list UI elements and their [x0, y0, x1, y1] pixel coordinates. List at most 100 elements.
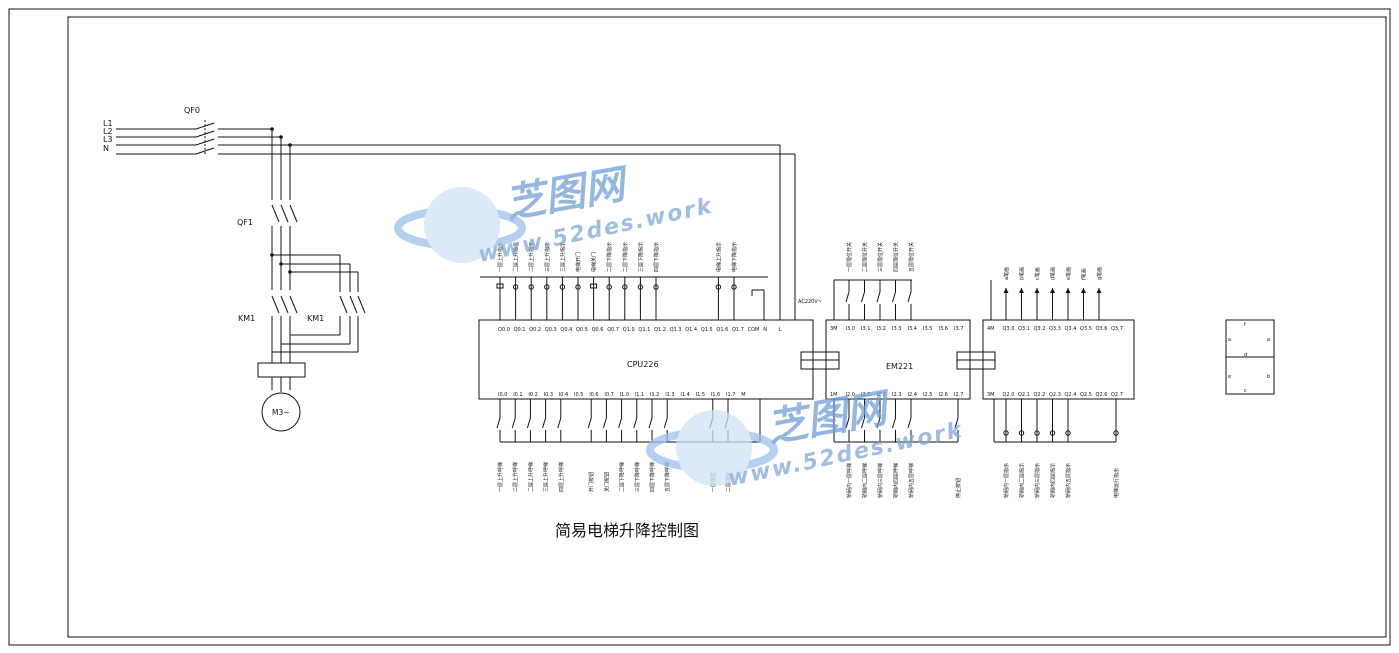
cpu-output-terminal: Q0.2: [529, 327, 541, 333]
em222-bottom-terminal: 3M: [987, 392, 995, 398]
arrow-up-icon: [1081, 288, 1086, 293]
cpu-output-label: 二层上升指示: [528, 242, 535, 272]
inner-border: [67, 16, 1387, 638]
em222-bottom-label: 轿厢内一层指示: [1003, 463, 1010, 498]
em221-top-label: 四层限位开关: [893, 242, 900, 272]
em222-top-terminal: Q3.7: [1111, 326, 1123, 332]
cpu-input-label: 三层下降呼梯: [634, 462, 641, 492]
em222-top-label: c笔画: [1034, 267, 1041, 280]
em221-bottom-terminal: I2.3: [892, 392, 901, 398]
lamp-icon: [622, 284, 628, 290]
segment-g: g: [1244, 352, 1247, 358]
outer-border: [8, 8, 1391, 646]
cpu-input-terminal: I1.6: [711, 392, 720, 398]
em221-top-terminal: 3M: [830, 326, 838, 332]
cpu-input-terminal: I1.3: [665, 392, 674, 398]
cpu-output-label: 二层下降指示: [622, 242, 629, 272]
cpu-output-label: 电梯上升指示: [715, 242, 722, 272]
em222-top-terminal: 4M: [987, 326, 995, 332]
em221-bottom-label: 轿厢内三层呼梯: [877, 463, 884, 498]
cpu-input-label: 二层下降呼梯: [619, 462, 626, 492]
watermark-globe-icon: [424, 187, 500, 263]
diagram-title: 简易电梯升降控制图: [555, 521, 699, 540]
em222-top-label: b笔画: [1019, 267, 1026, 280]
arrow-up-icon: [1034, 288, 1040, 293]
cpu-input-terminal: I1.1: [635, 392, 644, 398]
lamp-icon: [1049, 430, 1056, 436]
em221-bottom-label: 轿厢内四层呼梯: [893, 463, 900, 498]
seven-segment-display: f a a g b e c: [1225, 319, 1275, 395]
lamp-icon: [637, 284, 644, 290]
em221-top-terminal: I3.2: [877, 326, 886, 332]
cpu-output-terminal: Q0.7: [607, 327, 619, 333]
cpu-output-label: 三层上升指示: [544, 242, 551, 272]
cpu-input-terminal: I0.0: [498, 392, 507, 398]
lamp-icon: [606, 284, 612, 290]
cpu-output-terminal: Q1.1: [638, 327, 650, 333]
segment-b: b: [1267, 374, 1270, 380]
cpu-output-terminal: N: [763, 327, 767, 333]
em222-bottom-terminal: Q2.6: [1096, 392, 1108, 398]
cpu-output-label: 四层下降指示: [653, 242, 660, 272]
cpu-input-label: 二层上升呼梯: [512, 462, 519, 492]
em222-bottom-terminal: Q2.3: [1049, 392, 1061, 398]
cpu-input-terminal: I0.5: [574, 392, 583, 398]
lamp-icon: [1065, 430, 1071, 436]
em222-top-label: a笔画: [1003, 267, 1010, 280]
em221-bottom-terminal: I2.5: [923, 392, 932, 398]
em221-bottom-label: 停止按钮: [955, 478, 962, 498]
em222-bottom-terminal: Q2.0: [1003, 392, 1015, 398]
cpu-input-terminal: I0.1: [513, 392, 522, 398]
power-circuit: L1 L2 L3 N QF0 QF1 KM1 KM1: [103, 106, 796, 432]
em221-top-terminal: I3.5: [923, 326, 932, 332]
em221-top-terminal: I3.7: [954, 326, 963, 332]
em222-bottom-label: 轿厢内五层指示: [1065, 463, 1072, 498]
em221-bottom-terminal: I2.4: [908, 392, 917, 398]
breaker-qf1-label: QF1: [237, 218, 253, 227]
cpu-input-terminal: I0.6: [589, 392, 598, 398]
contactor-km1-right-label: KM1: [307, 314, 324, 323]
em222-top-terminal: Q3.3: [1049, 326, 1061, 332]
cpu-input-label: 关门按钮: [603, 472, 610, 492]
cpu-output-label: 二层上升指示: [513, 242, 520, 272]
lamp-icon: [544, 284, 550, 290]
em222-top-terminal: Q3.4: [1065, 326, 1077, 332]
cpu226-name: CPU226: [627, 360, 659, 369]
cpu-output-label: 电梯关门: [591, 252, 598, 272]
em221-top-label: 五层限位开关: [908, 242, 915, 272]
em221-bottom-terminal: I2.6: [939, 392, 948, 398]
cpu-input-terminal: I1.0: [620, 392, 629, 398]
em221-name: EM221: [886, 362, 913, 371]
em222-body: [982, 319, 1135, 400]
em222-top-terminal: Q3.1: [1018, 326, 1030, 332]
lamp-icon: [653, 284, 659, 290]
segment-f: f: [1244, 322, 1246, 328]
motor-label: M3~: [272, 408, 290, 417]
em222-bottom-label: 电梯运行指示: [1113, 468, 1120, 498]
em221-bottom-terminal: I2.1: [861, 392, 870, 398]
em222-bottom-terminal: Q2.2: [1034, 392, 1046, 398]
cpu-input-label: 四层上升呼梯: [558, 462, 565, 492]
cpu-input-label: 开门按钮: [588, 472, 595, 492]
em222-bottom-label: 轿厢内三层指示: [1034, 463, 1041, 498]
cpu-output-terminal: Q0.4: [560, 327, 572, 333]
arrow-up-icon: [1065, 288, 1071, 293]
motor-symbol: [261, 392, 301, 432]
em221-bottom-label: 轿厢内五层呼梯: [908, 463, 915, 498]
cpu-input-label: 二层上升呼梯: [527, 462, 534, 492]
cpu-output-terminal: Q0.0: [498, 327, 510, 333]
em222-bottom-labels: 轿厢内一层指示轿厢内二层指示轿厢内三层指示轿厢内四层指示轿厢内五层指示电梯运行指…: [993, 399, 1120, 498]
em222-top-label: d笔画: [1050, 267, 1057, 280]
segment-a-left: a: [1228, 337, 1231, 343]
cpu-input-label: 三层上升呼梯: [543, 462, 550, 492]
cpu-output-label: 电梯开门: [575, 252, 582, 272]
em222-bottom-terminal: Q2.4: [1065, 392, 1077, 398]
em221-top-terminal: I3.6: [939, 326, 948, 332]
cpu-output-terminal: Q1.4: [685, 327, 697, 333]
